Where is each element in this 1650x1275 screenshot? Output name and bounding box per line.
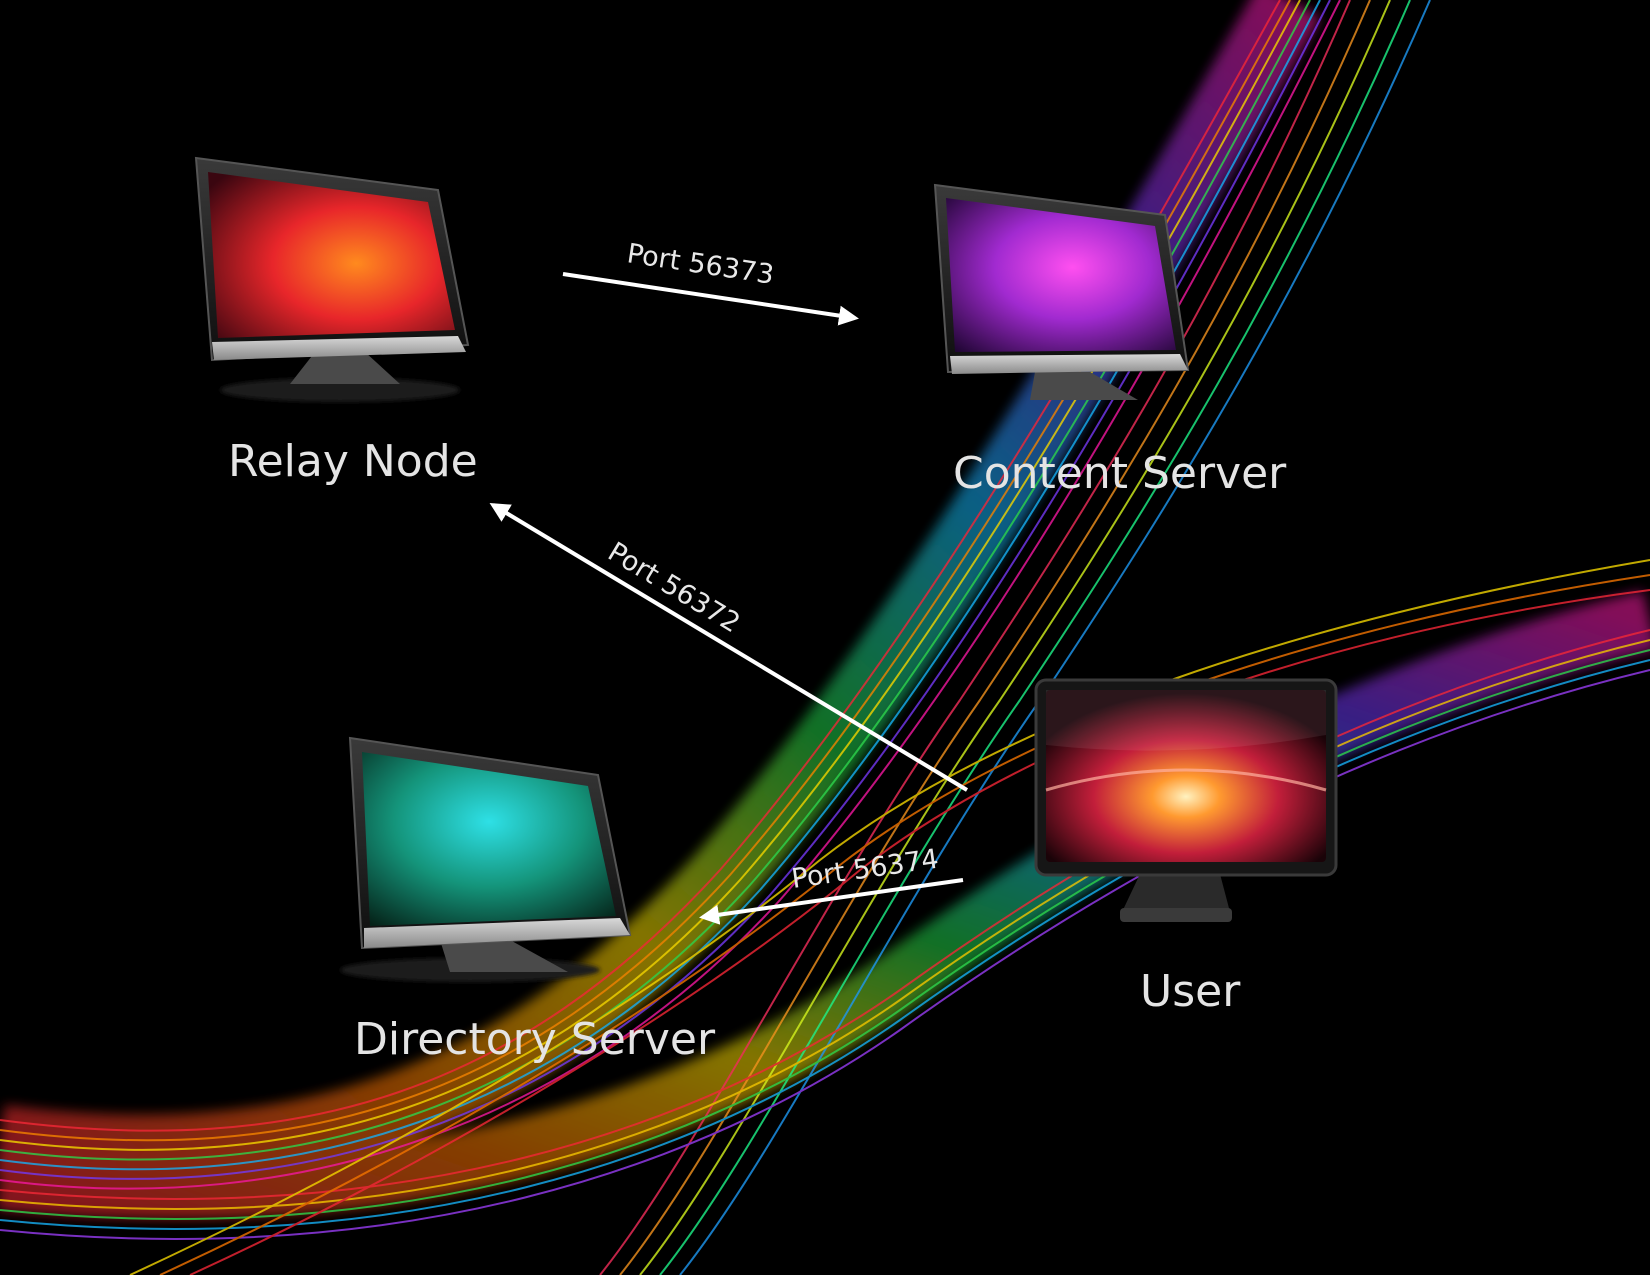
directory-server-label: Directory Server (354, 1014, 716, 1065)
relay-node-label: Relay Node (228, 436, 478, 487)
monitor-stand (440, 940, 568, 972)
monitor-screen (946, 198, 1176, 352)
arrow-user-to-directory (699, 878, 964, 925)
content-server-monitor-icon (933, 183, 1190, 400)
monitor-stand-base (1120, 908, 1232, 922)
monitor-screen (1046, 690, 1326, 862)
monitor-screen (362, 752, 616, 926)
directory-server-monitor-icon (340, 736, 632, 982)
monitor-screen (208, 172, 455, 338)
content-server-label: Content Server (953, 448, 1287, 499)
monitor-stand (290, 352, 400, 384)
arrow-user-to-relay (489, 502, 969, 792)
user-label: User (1140, 966, 1241, 1017)
arrow-relay-to-content (562, 272, 859, 326)
screen-glare (1046, 690, 1326, 751)
monitor-chin (364, 918, 630, 948)
monitor-stand (1030, 372, 1138, 400)
monitor-chin (212, 336, 466, 360)
user-monitor-icon (1034, 678, 1338, 922)
monitor-stand (1122, 874, 1230, 912)
monitor-chin (950, 354, 1188, 374)
screen-horizon-glow (1045, 768, 1327, 792)
relay-node-monitor-icon (194, 156, 470, 402)
